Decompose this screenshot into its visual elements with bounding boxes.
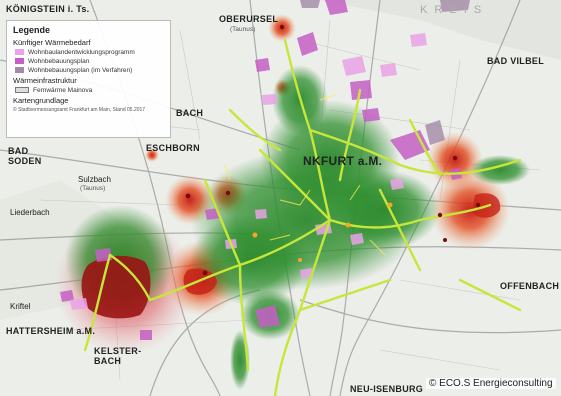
place-label-oberursel: OBERURSEL	[219, 14, 279, 24]
copyright-notice: © ECO.S Energieconsulting	[426, 378, 556, 389]
place-label-taunus: (Taunus)	[230, 26, 256, 33]
legend-item-housing-plan-pending: Wohnbebauungsplan (im Verfahren)	[15, 66, 164, 74]
district-heating-pipelines	[83, 38, 522, 396]
map-legend: Legende Künftiger Wärmebedarf Wohnbaulan…	[6, 20, 171, 138]
place-label-kreis: K R E I S	[420, 4, 484, 16]
heat-hotspot-small-west	[145, 148, 159, 162]
place-label-frankfurt: NKFURT a.M.	[303, 154, 383, 168]
housing-plan-pending-areas	[300, 0, 470, 145]
legend-item-district-heating: Fernwärme Mainova	[15, 86, 164, 94]
plant-markers	[252, 202, 393, 262]
land-development-areas	[70, 33, 427, 310]
place-label-hattersheim: HATTERSHEIM a.M.	[6, 326, 96, 336]
place-label-bach: BACH	[176, 108, 204, 118]
legend-swatch-district-heating	[15, 87, 29, 93]
legend-item-housing-plan: Wohnbebauungsplan	[15, 57, 164, 65]
place-label-offenbach: OFFENBACH	[500, 281, 560, 291]
legend-swatch-housing-plan-pending	[15, 67, 24, 73]
heat-source-points	[185, 24, 481, 276]
place-label-neu-isenburg: NEU-ISENBURG	[350, 384, 424, 394]
place-label-liederbach: Liederbach	[10, 208, 50, 217]
legend-demand-heading: Künftiger Wärmebedarf	[13, 38, 91, 47]
legend-swatch-housing-plan	[15, 58, 24, 64]
legend-label-land-development: Wohnbaulandentwicklungsprogramm	[28, 48, 135, 56]
legend-infra-heading: Wärmeinfrastruktur	[13, 76, 77, 85]
place-label-eschborn: ESCHBORN	[146, 143, 200, 153]
housing-plan-areas	[60, 0, 462, 340]
pipeline-branches	[224, 94, 386, 256]
place-label-sulzbach: Sulzbach	[78, 175, 111, 184]
place-label-kelsterbach: KELSTER- BACH	[94, 346, 142, 366]
place-label-sulzbach-sub: (Taunus)	[80, 185, 106, 192]
heat-core-hoechst	[183, 268, 217, 295]
place-label-koenigstein: KÖNIGSTEIN i. Ts.	[6, 4, 90, 14]
legend-item-land-development: Wohnbaulandentwicklungsprogramm	[15, 48, 164, 56]
legend-label-housing-plan-pending: Wohnbebauungsplan (im Verfahren)	[28, 66, 133, 74]
legend-label-district-heating: Fernwärme Mainova	[33, 86, 93, 94]
legend-base-heading: Kartengrundlage	[13, 96, 69, 105]
legend-base-source: © Stadtvermessungsamt Frankfurt am Main,…	[13, 107, 146, 113]
place-label-kriftel: Kriftel	[10, 302, 31, 311]
legend-swatch-land-development	[15, 49, 24, 55]
legend-label-housing-plan: Wohnbebauungsplan	[28, 57, 90, 65]
place-label-bad-vilbel: BAD VILBEL	[487, 56, 544, 66]
place-label-bad-soden: BAD SODEN	[8, 146, 42, 166]
industrial-heat-core	[81, 255, 151, 319]
legend-title: Legende	[13, 25, 51, 35]
